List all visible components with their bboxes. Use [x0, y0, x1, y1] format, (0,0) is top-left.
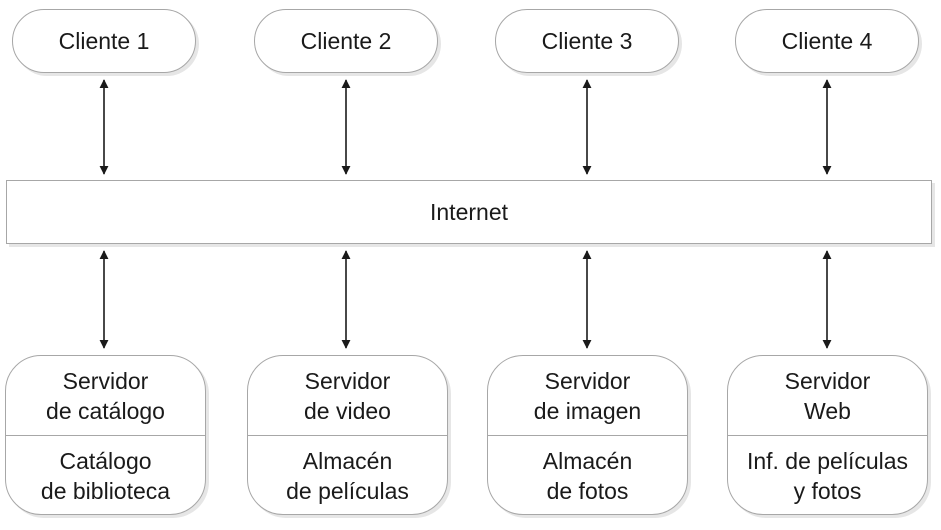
server-name-line: Servidor — [304, 367, 391, 394]
server-store-line: y fotos — [793, 477, 862, 504]
client-label: Cliente 4 — [781, 27, 873, 54]
client-node-2: Cliente 2 — [254, 9, 438, 73]
server-name-line: Servidor — [784, 367, 871, 394]
internet-bar: Internet — [6, 180, 932, 244]
server-name-section: Servidor de catálogo — [6, 356, 205, 436]
server-store-line: Inf. de películas — [746, 447, 909, 474]
server-node-image: Servidor de imagen Almacén de fotos — [487, 355, 688, 515]
server-name-section: Servidor de imagen — [488, 356, 687, 436]
server-node-video: Servidor de video Almacén de películas — [247, 355, 448, 515]
client-label: Cliente 3 — [541, 27, 633, 54]
server-name-line: Servidor — [544, 367, 631, 394]
server-name-line: Web — [804, 397, 851, 424]
server-name-section: Servidor de video — [248, 356, 447, 436]
server-name-line: de imagen — [533, 397, 642, 424]
internet-label: Internet — [430, 198, 508, 225]
client-label: Cliente 1 — [58, 27, 150, 54]
client-node-3: Cliente 3 — [495, 9, 679, 73]
server-store-line: de películas — [286, 477, 409, 504]
client-node-1: Cliente 1 — [12, 9, 196, 73]
server-store-section: Almacén de fotos — [488, 436, 687, 514]
server-store-line: de biblioteca — [40, 477, 171, 504]
server-store-line: de fotos — [546, 477, 629, 504]
server-store-section: Catálogo de biblioteca — [6, 436, 205, 514]
server-name-section: Servidor Web — [728, 356, 927, 436]
server-store-section: Inf. de películas y fotos — [728, 436, 927, 514]
server-store-section: Almacén de películas — [248, 436, 447, 514]
server-node-web: Servidor Web Inf. de películas y fotos — [727, 355, 928, 515]
server-store-line: Catálogo — [59, 447, 152, 474]
server-store-line: Almacén — [542, 447, 633, 474]
server-store-line: Almacén — [302, 447, 393, 474]
server-name-line: de video — [304, 397, 391, 424]
server-node-catalog: Servidor de catálogo Catálogo de bibliot… — [5, 355, 206, 515]
client-node-4: Cliente 4 — [735, 9, 919, 73]
server-name-line: de catálogo — [46, 397, 165, 424]
server-name-line: Servidor — [62, 367, 149, 394]
client-label: Cliente 2 — [300, 27, 392, 54]
